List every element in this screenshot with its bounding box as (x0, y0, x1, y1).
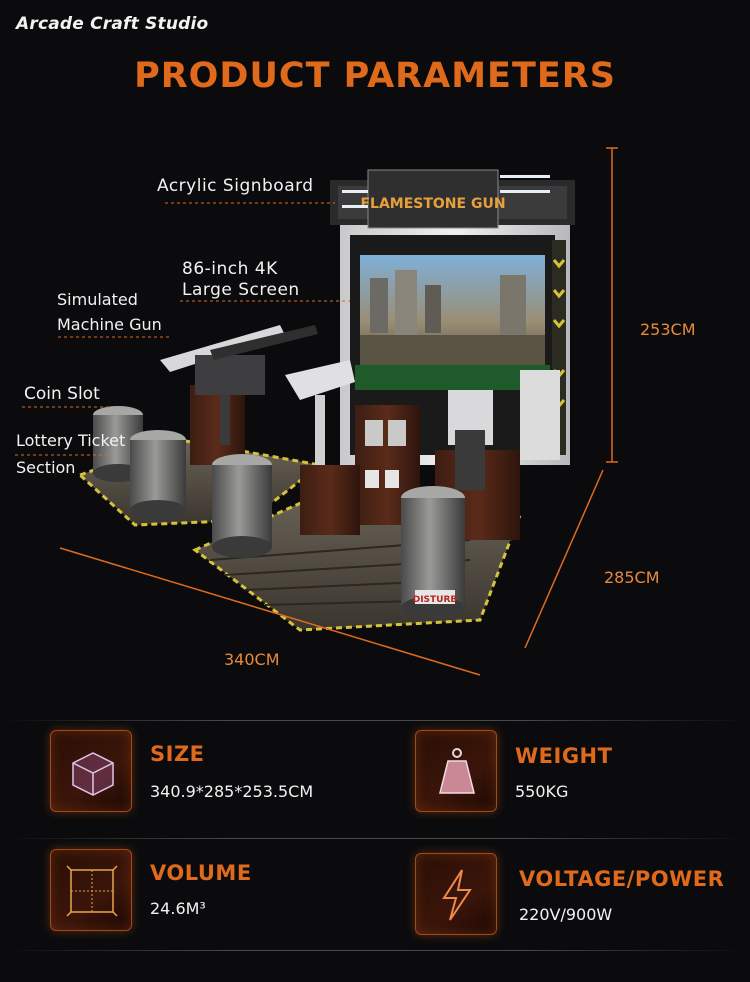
dimension-height: 253CM (640, 320, 696, 339)
callout-screen-line2: Large Screen (182, 280, 300, 300)
barrel-label: DISTURB (413, 595, 458, 605)
divider (0, 720, 750, 721)
volume-box-icon (50, 849, 132, 931)
spec-size-value: 340.9*285*253.5CM (150, 782, 314, 801)
spec-size-label: SIZE (150, 742, 205, 766)
callout-lottery-line2: Section (16, 458, 76, 477)
spec-volume-value: 24.6M³ (150, 899, 206, 918)
cabinet: FLAMESTONE GUN (330, 169, 575, 465)
dimension-depth: 285CM (604, 568, 660, 587)
divider (0, 950, 750, 951)
barrel-seat (130, 430, 186, 520)
cube-icon (50, 730, 132, 812)
callout-coin-slot: Coin Slot (24, 384, 100, 404)
barrel-seat (212, 454, 272, 558)
barrel-seat: DISTURB (401, 486, 465, 620)
product-illustration: FLAMESTONE GUN (0, 120, 750, 710)
callout-signboard: Acrylic Signboard (157, 176, 314, 196)
machine-guns (160, 325, 493, 490)
lightning-icon (415, 853, 497, 935)
marquee-text: FLAMESTONE GUN (360, 196, 505, 212)
barrel-seats: DISTURB (93, 406, 465, 620)
divider (0, 838, 750, 839)
page-title: PRODUCT PARAMETERS (134, 56, 616, 96)
dimension-lines (59, 147, 618, 676)
callout-screen-line1: 86-inch 4K (182, 259, 278, 279)
spec-power-label: VOLTAGE/POWER (519, 867, 725, 891)
spec-weight-value: 550KG (515, 782, 569, 801)
callout-gun-line1: Simulated (57, 290, 138, 309)
dimension-width: 340CM (224, 650, 280, 669)
spec-volume-label: VOLUME (150, 861, 252, 885)
weight-icon (415, 730, 497, 812)
spec-power-value: 220V/900W (519, 905, 613, 924)
callout-lottery-line1: Lottery Ticket (16, 431, 126, 450)
spec-weight-label: WEIGHT (515, 744, 613, 768)
arcade-machine-drawing: FLAMESTONE GUN (15, 147, 618, 676)
brand-logo: Arcade Craft Studio (16, 14, 209, 34)
callout-gun-line2: Machine Gun (57, 315, 162, 334)
callout-leaders (15, 202, 350, 456)
